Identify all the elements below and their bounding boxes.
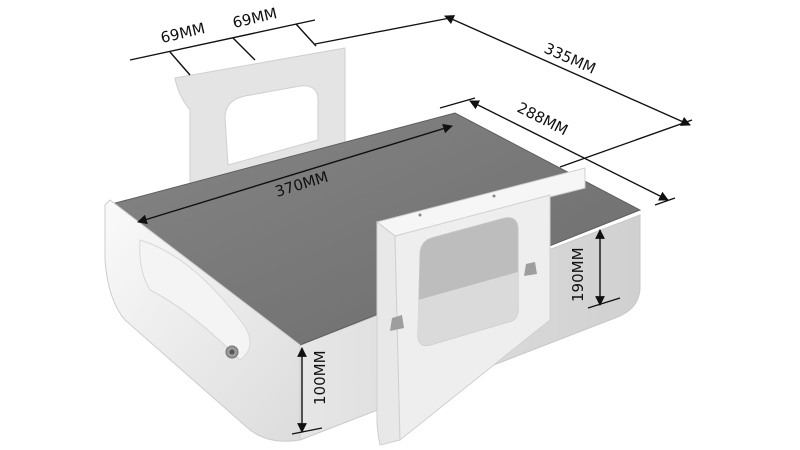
drawer-front [104, 199, 301, 442]
label-bracket-spacing-right: 69MM [231, 4, 279, 32]
mount-slot-left [390, 315, 404, 331]
mount-slot-right [524, 262, 537, 276]
drawer-handle [139, 239, 251, 361]
label-bracket-spacing-left: 69MM [159, 19, 207, 47]
label-rear-height: 190MM [569, 247, 587, 302]
label-front-height: 100MM [311, 350, 329, 405]
front-bracket [375, 167, 586, 446]
label-body-depth: 288MM [514, 99, 571, 140]
dimension-lines [129, 15, 693, 435]
